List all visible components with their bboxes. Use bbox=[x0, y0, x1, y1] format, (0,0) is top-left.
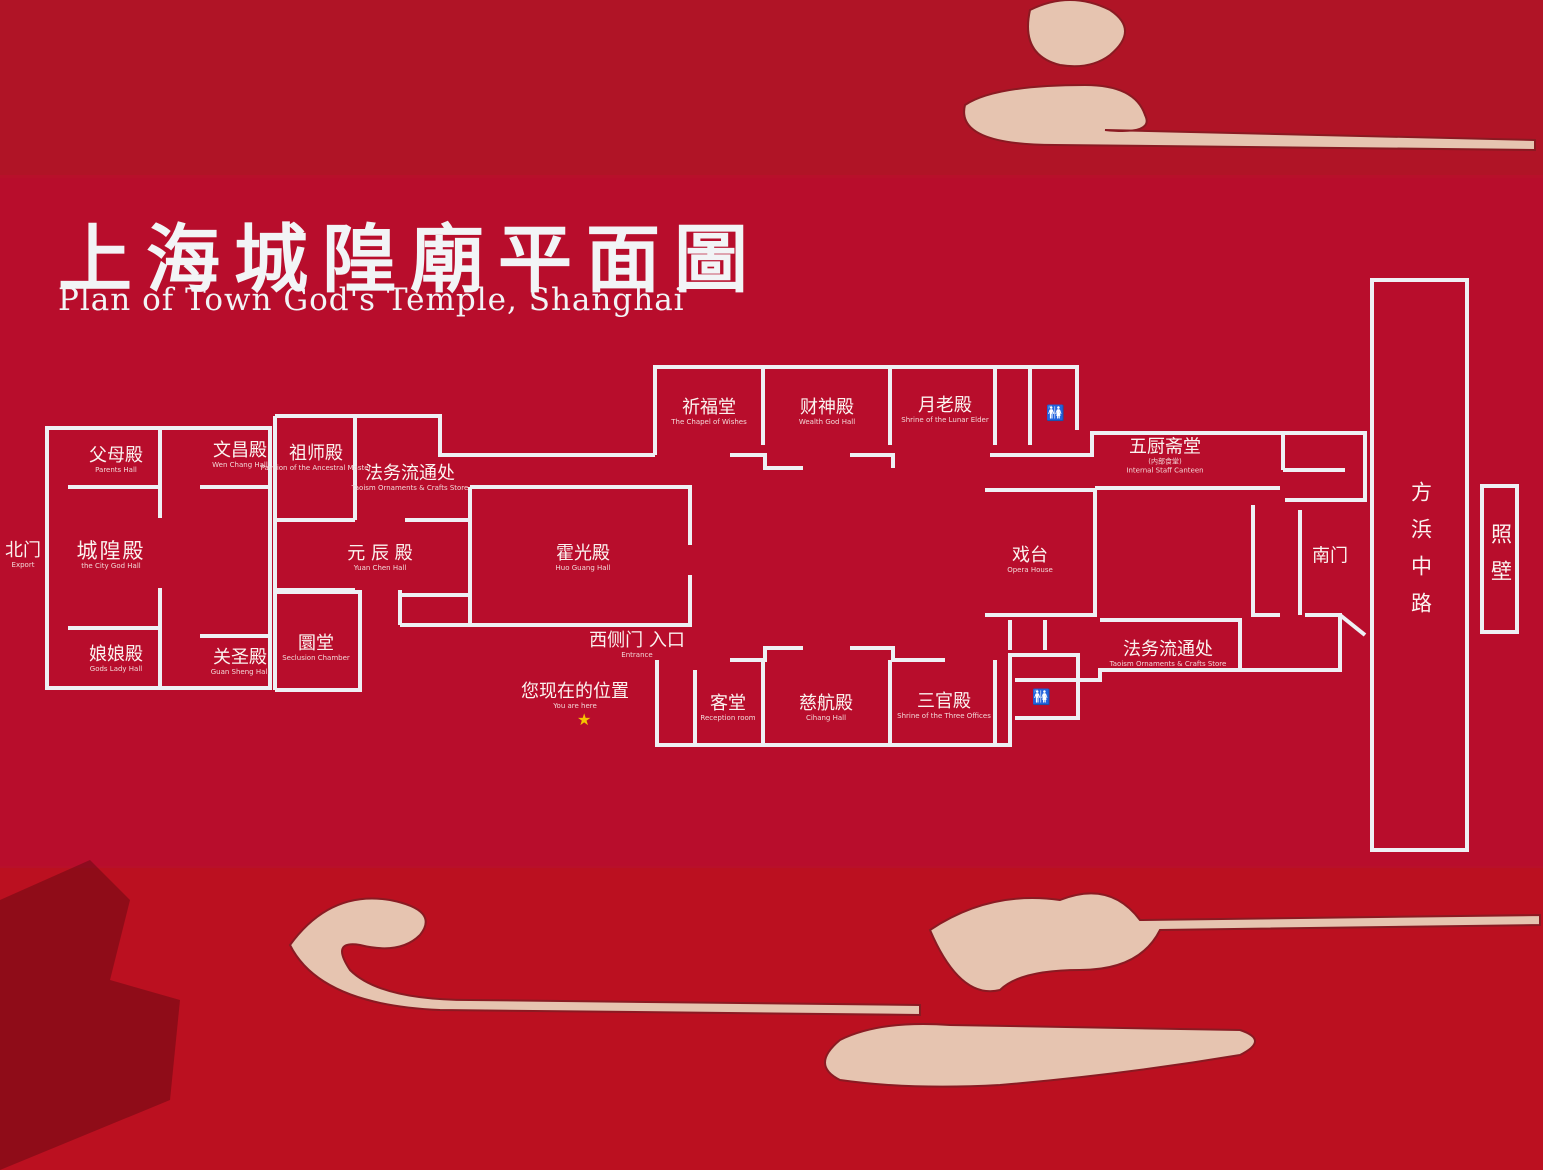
room-label-en: Taoism Ornaments & Crafts Store bbox=[1109, 660, 1227, 668]
room-crafts-store-west[interactable]: 法务流通处 Taoism Ornaments & Crafts Store bbox=[352, 463, 469, 493]
map-board bbox=[0, 178, 1543, 866]
room-label: 祖师殿 bbox=[288, 443, 343, 464]
room-label-en: the City God Hall bbox=[81, 562, 141, 570]
room-label: 月老殿 bbox=[918, 395, 972, 416]
room-label: 财神殿 bbox=[800, 397, 854, 418]
fangbang-road: 方浜中路 bbox=[1408, 481, 1433, 629]
room-label-en: Wealth God Hall bbox=[798, 418, 856, 426]
room-label-en: Cihang Hall bbox=[805, 714, 847, 722]
room-guansheng-hall[interactable]: 关圣殿 Guan Sheng Hall bbox=[211, 647, 270, 677]
room-wealth-god-hall[interactable]: 财神殿 Wealth God Hall bbox=[799, 397, 855, 427]
room-zushi-hall[interactable]: 祖师殿 Pavilion of the Ancestral Master bbox=[261, 443, 372, 473]
room-three-offices-shrine[interactable]: 三官殿 Shrine of the Three Offices bbox=[897, 691, 991, 721]
room-label: 法务流通处 bbox=[364, 463, 455, 484]
room-opera-house[interactable]: 戏台 Opera House bbox=[1007, 545, 1053, 575]
room-label-en: Internal Staff Canteen bbox=[1126, 466, 1204, 475]
room-label: 戏台 bbox=[1012, 545, 1048, 566]
room-crafts-store-east[interactable]: 法务流通处 Taoism Ornaments & Crafts Store bbox=[1110, 639, 1227, 669]
room-label: 祈福堂 bbox=[682, 397, 736, 418]
restroom-icon[interactable]: 🚻 bbox=[1046, 404, 1065, 422]
room-city-god-hall[interactable]: 城隍殿 the City God Hall bbox=[77, 541, 146, 571]
room-label: 三官殿 bbox=[917, 691, 971, 712]
map-title-chinese: 上海城隍廟平面圖 bbox=[58, 217, 762, 303]
room-label: 南门 bbox=[1312, 545, 1348, 567]
room-label: 慈航殿 bbox=[799, 693, 853, 714]
room-label: 城隍殿 bbox=[76, 539, 146, 563]
room-reception[interactable]: 客堂 Reception room bbox=[700, 693, 755, 723]
room-label-en: Parents Hall bbox=[95, 466, 137, 474]
you-are-here-cn: 您现在的位置 bbox=[521, 681, 629, 702]
you-are-here-label: 您现在的位置 You are here bbox=[521, 681, 629, 711]
room-label-en: Seclusion Chamber bbox=[282, 654, 350, 662]
room-gods-lady-hall[interactable]: 娘娘殿 Gods Lady Hall bbox=[89, 644, 143, 674]
room-label-en: Wen Chang Hall bbox=[212, 461, 268, 469]
room-label: 霍光殿 bbox=[556, 543, 610, 564]
room-label-en: Entrance bbox=[621, 651, 653, 659]
room-seclusion-chamber[interactable]: 圜堂 Seclusion Chamber bbox=[282, 633, 350, 663]
room-label-sub: (内部食堂) bbox=[1148, 457, 1182, 466]
screen-wall: 照壁 bbox=[1488, 523, 1513, 597]
room-label: 文昌殿 bbox=[213, 440, 267, 461]
west-side-entrance[interactable]: 西侧门 入口 Entrance bbox=[589, 630, 685, 660]
room-label: 北门 bbox=[5, 540, 41, 561]
room-label: 元 辰 殿 bbox=[347, 543, 413, 564]
room-label: 圜堂 bbox=[297, 633, 334, 654]
room-label: 关圣殿 bbox=[212, 647, 267, 668]
room-huoguang-hall[interactable]: 霍光殿 Huo Guang Hall bbox=[556, 543, 611, 573]
room-label-en: Guan Sheng Hall bbox=[210, 668, 270, 676]
room-label: 五厨斋堂 bbox=[1128, 436, 1201, 458]
room-staff-canteen[interactable]: 五厨斋堂 (内部食堂) Internal Staff Canteen bbox=[1126, 437, 1203, 476]
room-label-en: Opera House bbox=[1007, 566, 1053, 574]
room-yuanchen-hall[interactable]: 元 辰 殿 Yuan Chen Hall bbox=[347, 543, 412, 573]
room-label-en: Taoism Ornaments & Crafts Store bbox=[351, 484, 469, 492]
room-cihang-hall[interactable]: 慈航殿 Cihang Hall bbox=[799, 693, 853, 723]
south-gate[interactable]: 南门 bbox=[1312, 546, 1348, 567]
room-label-en: Pavilion of the Ancestral Master bbox=[260, 464, 372, 472]
room-wenchang-hall[interactable]: 文昌殿 Wen Chang Hall bbox=[212, 440, 268, 470]
room-label-en: Gods Lady Hall bbox=[89, 665, 143, 673]
room-label-en: Shrine of the Three Offices bbox=[897, 712, 991, 720]
road-label: 方浜中路 bbox=[1408, 481, 1433, 629]
room-label: 客堂 bbox=[709, 693, 746, 714]
room-label: 法务流通处 bbox=[1122, 639, 1213, 660]
restroom-icon[interactable]: 🚻 bbox=[1032, 688, 1051, 706]
room-label-en: The Chapel of Wishes bbox=[671, 418, 747, 426]
room-parents-hall[interactable]: 父母殿 Parents Hall bbox=[89, 445, 143, 475]
room-label: 娘娘殿 bbox=[89, 644, 143, 665]
room-label-en: Huo Guang Hall bbox=[555, 564, 611, 572]
screen-wall-label: 照壁 bbox=[1488, 523, 1513, 597]
room-lunar-elder-shrine[interactable]: 月老殿 Shrine of the Lunar Elder bbox=[901, 395, 988, 425]
star-icon[interactable]: ★ bbox=[577, 710, 592, 729]
room-label-en: Shrine of the Lunar Elder bbox=[901, 416, 989, 424]
north-gate[interactable]: 北门 Export bbox=[5, 540, 41, 570]
map-title-english: Plan of Town God's Temple, Shanghai bbox=[58, 282, 685, 318]
room-chapel-of-wishes[interactable]: 祈福堂 The Chapel of Wishes bbox=[671, 397, 747, 427]
room-label-en: Reception room bbox=[700, 714, 756, 722]
room-label: 西侧门 入口 bbox=[589, 630, 685, 651]
room-label-en: Yuan Chen Hall bbox=[353, 564, 407, 572]
you-are-here-en: You are here bbox=[553, 702, 597, 710]
room-label-en: Export bbox=[11, 561, 35, 569]
room-label: 父母殿 bbox=[89, 445, 143, 466]
